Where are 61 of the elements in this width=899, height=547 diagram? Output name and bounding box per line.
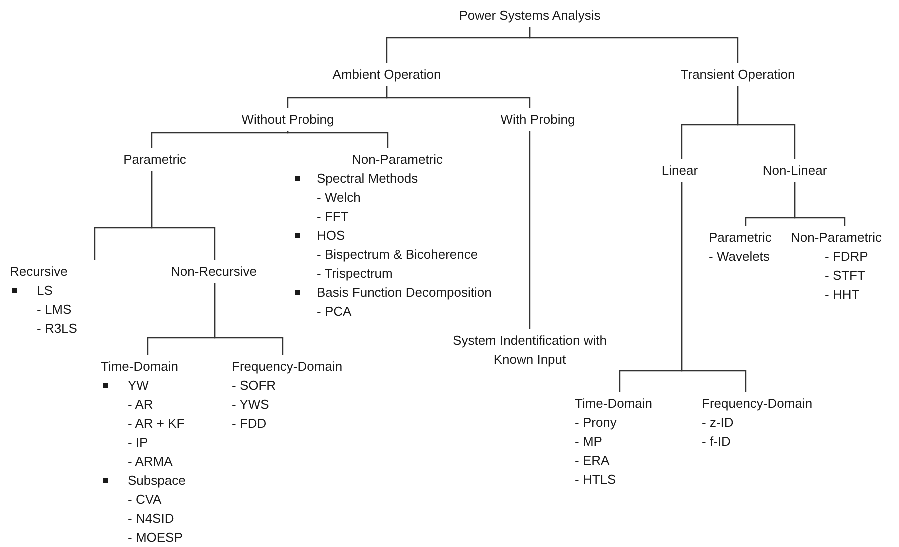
node-label: Non-Parametric bbox=[352, 151, 444, 169]
list-item: - HHT bbox=[825, 286, 860, 304]
list-item: - PCA bbox=[317, 303, 352, 321]
list-item: - Trispectrum bbox=[317, 265, 393, 283]
list-item: HOS bbox=[317, 227, 346, 245]
list-item: Spectral Methods bbox=[317, 170, 418, 188]
list-item: - Prony bbox=[575, 414, 617, 432]
node-label: Non-Linear bbox=[762, 162, 828, 180]
connector-line bbox=[386, 86, 531, 108]
list-item: - ARMA bbox=[128, 453, 173, 471]
list-item: - IP bbox=[128, 434, 148, 452]
list-item: - STFT bbox=[825, 267, 866, 285]
list-item: - R3LS bbox=[37, 320, 78, 338]
node-label: Frequency-Domain bbox=[702, 395, 813, 413]
list-item: - AR + KF bbox=[128, 415, 185, 433]
list-item: Basis Function Decomposition bbox=[317, 284, 492, 302]
node-label: With Probing bbox=[500, 111, 576, 129]
connector-line bbox=[681, 182, 747, 392]
list-item: LS bbox=[37, 282, 53, 300]
connector-line bbox=[151, 171, 216, 260]
connector-line bbox=[287, 131, 389, 148]
list-item: - SOFR bbox=[232, 377, 276, 395]
list-item: - MP bbox=[575, 433, 602, 451]
node-label: Parametric bbox=[709, 229, 772, 247]
connector-line bbox=[214, 283, 284, 355]
connector-line bbox=[529, 27, 739, 63]
node-label: Time-Domain bbox=[101, 358, 179, 376]
list-item: - z-ID bbox=[702, 414, 734, 432]
node-label: Recursive bbox=[10, 263, 68, 281]
list-item: Subspace bbox=[128, 472, 186, 490]
list-item: - YWS bbox=[232, 396, 270, 414]
list-item: - FDD bbox=[232, 415, 267, 433]
list-item: - ERA bbox=[575, 452, 610, 470]
list-item: - Bispectrum & Bicoherence bbox=[317, 246, 478, 264]
connector-line bbox=[794, 182, 846, 226]
connector-line bbox=[529, 131, 531, 329]
list-item: - FDRP bbox=[825, 248, 868, 266]
node-label: Transient Operation bbox=[680, 66, 796, 84]
node-label: Non-Recursive bbox=[171, 263, 257, 281]
list-item: - LMS bbox=[37, 301, 72, 319]
connector-line bbox=[151, 131, 289, 148]
node-label: Without Probing bbox=[242, 111, 334, 129]
connector-line bbox=[737, 86, 796, 159]
list-item: - MOESP bbox=[128, 529, 183, 547]
node-label: Non-Parametric bbox=[791, 229, 882, 247]
list-item: - Wavelets bbox=[709, 248, 770, 266]
list-item: - AR bbox=[128, 396, 154, 414]
list-item: - N4SID bbox=[128, 510, 174, 528]
list-item: - FFT bbox=[317, 208, 349, 226]
node-label: Parametric bbox=[124, 151, 186, 169]
list-item: - HTLS bbox=[575, 471, 616, 489]
list-item: - Welch bbox=[317, 189, 361, 207]
node-label: Ambient Operation bbox=[332, 66, 442, 84]
node-label: System Indentification with Known Input bbox=[452, 332, 608, 369]
list-item: YW bbox=[128, 377, 149, 395]
node-label: Power Systems Analysis bbox=[459, 7, 601, 25]
node-label: Time-Domain bbox=[575, 395, 653, 413]
list-item: - f-ID bbox=[702, 433, 731, 451]
node-label: Frequency-Domain bbox=[232, 358, 343, 376]
list-item: - CVA bbox=[128, 491, 162, 509]
node-label: Linear bbox=[662, 162, 698, 180]
